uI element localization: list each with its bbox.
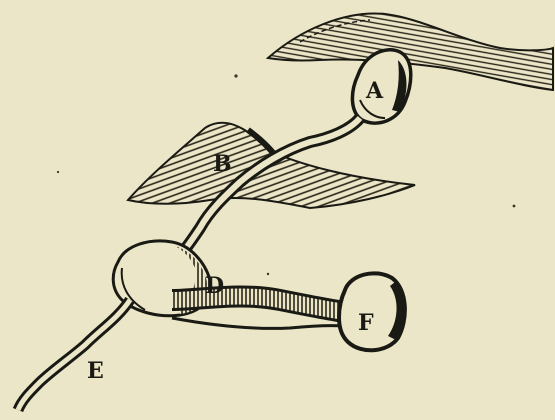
label-a: A — [365, 78, 384, 104]
label-e: E — [87, 358, 104, 384]
passage-d-to-f — [172, 296, 345, 328]
outlet-e — [18, 300, 130, 410]
label-f: F — [358, 310, 374, 336]
label-d: D — [205, 273, 224, 299]
label-b: B — [213, 151, 232, 177]
